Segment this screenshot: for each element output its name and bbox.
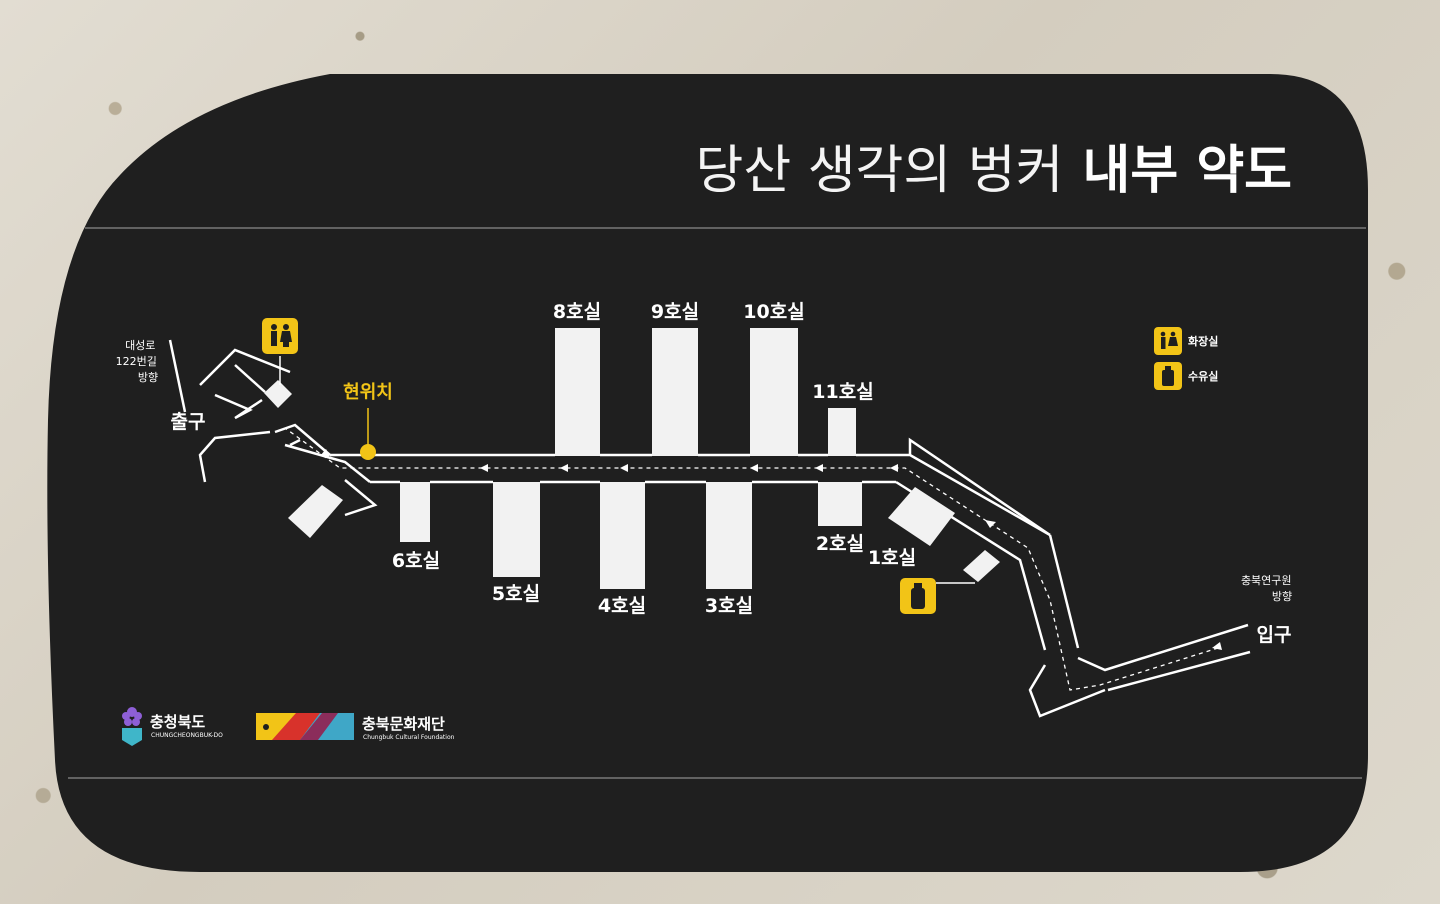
rooms [264, 328, 1000, 589]
route-arrows [320, 449, 1222, 650]
province-sub: CHUNGCHEONGBUK-DO [151, 732, 223, 739]
legend-restroom-icon [1154, 327, 1182, 355]
foundation-sub: Chungbuk Cultural Foundation [363, 734, 455, 741]
room-label-9: 9호실 [651, 301, 699, 323]
board-panel [47, 74, 1368, 872]
room-label-1: 1호실 [868, 547, 916, 569]
room-1 [888, 487, 955, 546]
chungbuk-cultural-foundation-logo: 충북문화재단 Chungbuk Cultural Foundation [256, 713, 455, 741]
room-label-4: 4호실 [598, 595, 646, 617]
entrance-direction: 충북연구원 방향 [1241, 574, 1295, 603]
nursing-room-block [963, 550, 1000, 582]
foundation-name: 충북문화재단 [362, 715, 445, 733]
current-location-label: 현위치 [343, 382, 393, 403]
room-11 [828, 408, 856, 456]
room-label-6: 6호실 [392, 550, 440, 572]
map-title-bold: 내부 약도 [1083, 141, 1292, 201]
route-path [284, 427, 1222, 691]
legend-water-bottle-icon [1154, 362, 1182, 390]
room-label-5: 5호실 [492, 583, 540, 605]
room-3 [706, 482, 752, 589]
exit-area-lines [168, 339, 301, 483]
entrance-label: 입구 [1257, 624, 1292, 646]
room-8 [555, 328, 600, 456]
legend-restroom-label: 화장실 [1188, 334, 1218, 348]
room-label-8: 8호실 [553, 301, 601, 323]
water-bottle-icon [900, 578, 936, 614]
room-6 [400, 482, 430, 542]
map-title-regular: 당산 생각의 벙커 [695, 141, 1063, 201]
province-name: 충청북도 [150, 713, 205, 731]
province-emblem-icon [122, 707, 142, 746]
chungbuk-province-logo: 충청북도 CHUNGCHEONGBUK-DO [122, 707, 223, 746]
restroom-block [264, 380, 292, 408]
side-room-block [288, 485, 343, 538]
room-label-2: 2호실 [816, 533, 864, 555]
exit-label: 출구 [171, 411, 206, 433]
current-location-marker [360, 444, 376, 460]
foundation-emblem-icon [256, 713, 354, 740]
room-label-3: 3호실 [705, 595, 753, 617]
exit-direction: 대성로 122번길 방향 [116, 339, 161, 384]
room-label-11: 11호실 [812, 381, 873, 403]
room-label-10: 10호실 [743, 301, 804, 323]
restroom-icon [262, 318, 298, 354]
room-5 [493, 482, 540, 577]
room-4 [600, 482, 645, 589]
corridor-outline [274, 423, 1251, 718]
legend: 화장실 수유실 [1154, 327, 1218, 390]
room-9 [652, 328, 698, 456]
room-2 [818, 482, 862, 526]
room-10 [750, 328, 798, 456]
map-title: 당산 생각의 벙커 내부 약도 [695, 141, 1292, 201]
legend-nursing-room-label: 수유실 [1188, 369, 1218, 383]
